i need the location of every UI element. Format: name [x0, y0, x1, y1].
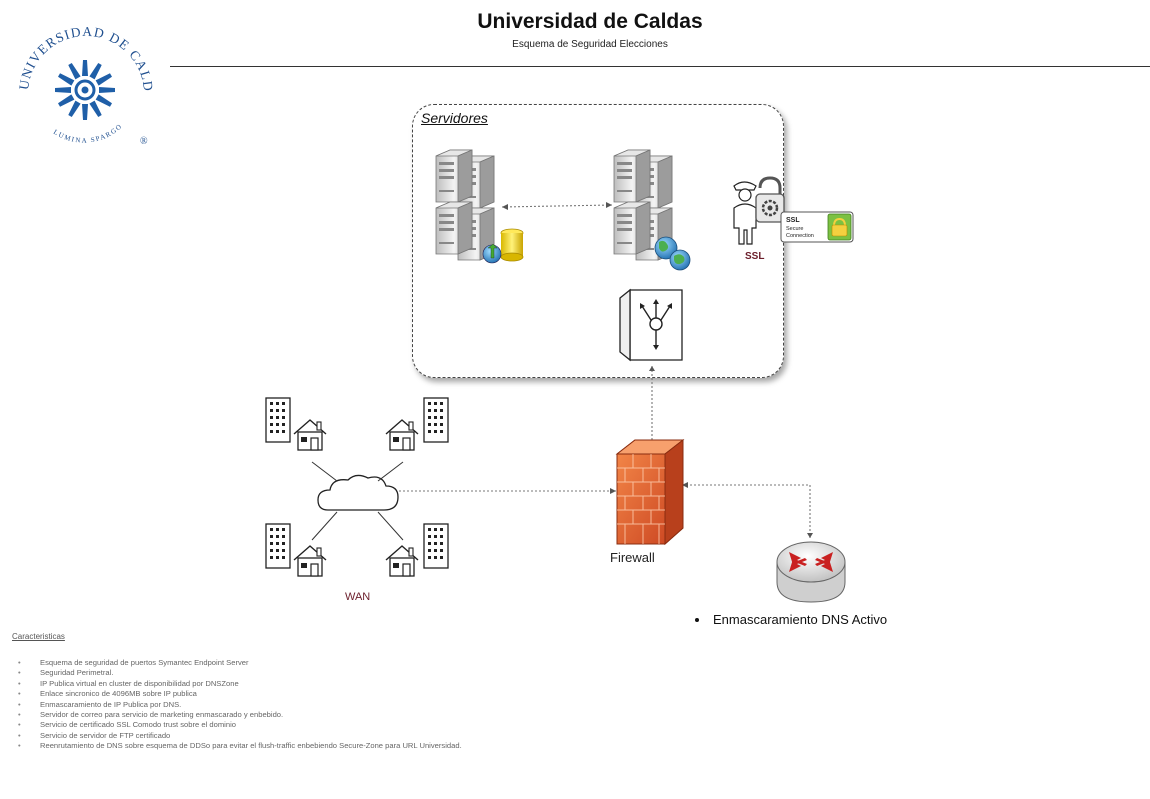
page-title: Universidad de Caldas — [477, 10, 703, 33]
ssl-label: SSL — [745, 251, 765, 262]
dns-masking-note: Enmascaramiento DNS Activo — [695, 612, 887, 627]
building-icon — [265, 523, 291, 569]
features-heading: Caracteristicas — [12, 632, 65, 641]
list-item: Servidor de correo para servicio de mark… — [12, 710, 772, 721]
servers-group-label: Servidores — [421, 110, 488, 126]
house-icon — [385, 545, 419, 577]
registered-mark: ® — [140, 136, 148, 147]
firewall-icon — [615, 438, 685, 546]
router-icon — [776, 541, 846, 603]
list-item: Enmascaramiento de IP Publica por DNS. — [12, 700, 772, 711]
list-item: Seguridad Perimetral. — [12, 668, 772, 679]
ssl-badge-line2: Secure — [786, 226, 803, 232]
ssl-badge-icon: SSL Secure Connection — [780, 211, 854, 243]
list-item: Enlace sincronico de 4096MB sobre IP pub… — [12, 689, 772, 700]
features-list: Esquema de seguridad de puertos Symantec… — [12, 658, 772, 752]
wan-label: WAN — [345, 591, 371, 603]
list-item: Servicio de servidor de FTP certificado — [12, 731, 772, 742]
building-icon — [423, 523, 449, 569]
house-icon — [385, 419, 419, 451]
ssl-badge-line1: SSL — [786, 217, 800, 224]
web-server-icon — [613, 149, 691, 271]
list-item: Esquema de seguridad de puertos Symantec… — [12, 658, 772, 669]
database-server-icon — [435, 149, 524, 264]
building-icon — [423, 397, 449, 443]
university-seal-logo: UNIVERSIDAD DE CALDAS LUMINA SPARGO ® — [10, 12, 155, 147]
firewall-label: Firewall — [610, 550, 655, 565]
list-item: IP Publica virtual en cluster de disponi… — [12, 679, 772, 690]
dns-masking-text: Enmascaramiento DNS Activo — [713, 612, 888, 627]
building-icon — [265, 397, 291, 443]
list-item: Reenrutamiento de DNS sobre esquema de D… — [12, 741, 772, 752]
wan-links — [311, 461, 404, 541]
cloud-icon — [317, 474, 399, 511]
list-item: Servicio de certificado SSL Comodo trust… — [12, 720, 772, 731]
house-icon — [293, 419, 327, 451]
security-guard-lock-icon — [733, 176, 785, 245]
ssl-badge-line3: Connection — [786, 233, 814, 239]
house-icon — [293, 545, 327, 577]
connector-lines — [395, 204, 811, 538]
page-subtitle: Esquema de Seguridad Elecciones — [512, 39, 668, 50]
bullet-icon — [695, 617, 699, 622]
header-divider — [170, 66, 1150, 67]
switch-device-icon — [619, 288, 683, 362]
